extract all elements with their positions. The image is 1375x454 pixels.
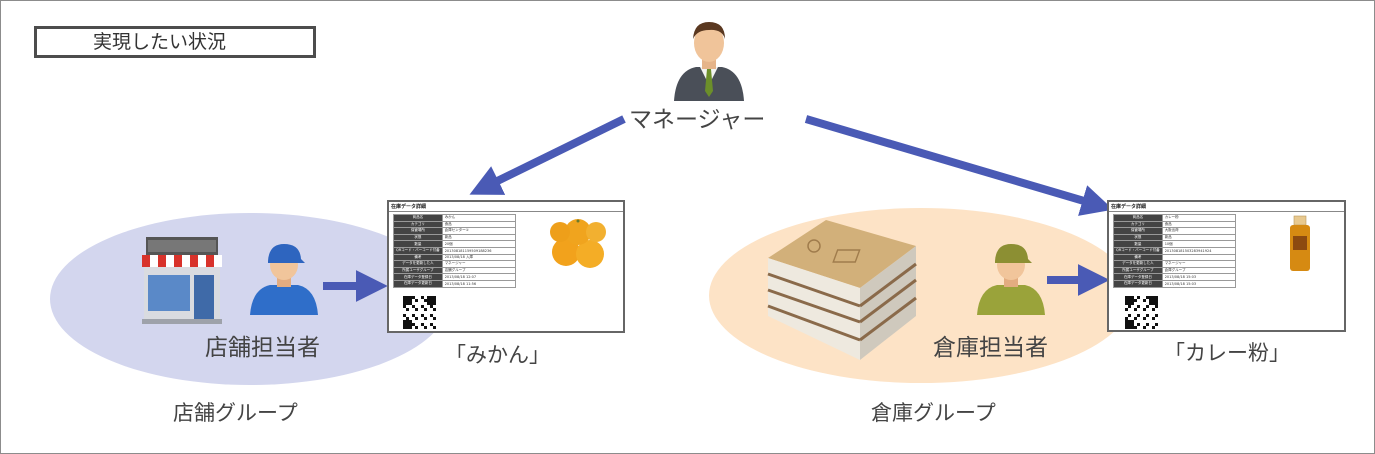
detail-key: 数量 — [1113, 240, 1163, 248]
detail-key: データを更新した人 — [1113, 260, 1163, 268]
detail-row: 保管場所大阪出荷 — [1113, 227, 1236, 235]
detail-key: 保管場所 — [1113, 227, 1163, 235]
detail-value: 2013/08/18 12:07 — [441, 273, 516, 281]
detail-key: 状態 — [393, 233, 443, 242]
detail-value: 食品 — [441, 220, 516, 229]
detail-value: 2013/08/18 15:03 — [1161, 273, 1236, 281]
detail-row: データを更新した人マネージャー — [1113, 260, 1236, 268]
detail-value — [1161, 253, 1236, 262]
detail-value: 2013/08/18 11:56 — [441, 279, 516, 288]
card-header: 在庫データ詳細 — [389, 202, 623, 212]
manager-person-icon — [674, 22, 744, 101]
detail-key: QRコード・バーコード付番 — [1113, 246, 1163, 255]
detail-value: 食品 — [1161, 220, 1236, 229]
detail-row: データを更新した人マネージャー — [393, 260, 516, 268]
store-staff-label: 店舗担当者 — [205, 335, 320, 361]
detail-key: カテゴリ — [1113, 220, 1163, 229]
detail-row: 備考 — [1113, 253, 1236, 262]
detail-value: マネージャー — [1161, 260, 1236, 268]
detail-key: カテゴリ — [393, 220, 443, 229]
detail-value: 20個 — [441, 240, 516, 248]
detail-key: 所属ユーザグループ — [1113, 266, 1163, 275]
detail-key: 在庫データ登録日 — [393, 273, 443, 281]
detail-row: 商品名みかん — [393, 214, 516, 222]
detail-key: データを更新した人 — [393, 260, 443, 268]
warehouse-building-icon — [767, 220, 917, 360]
detail-row: カテゴリ食品 — [1113, 220, 1236, 229]
qr-code-image — [1125, 296, 1158, 333]
mandarin-orange-image — [550, 219, 606, 268]
detail-key: 所属ユーザグループ — [393, 266, 443, 275]
detail-row: 所属ユーザグループ店舗グループ — [393, 266, 516, 275]
manager-label: マネージャー — [629, 107, 766, 133]
detail-key: 備考 — [1113, 253, 1163, 262]
curry-powder-bottle-image — [1290, 215, 1310, 271]
detail-row: 所属ユーザグループ倉庫グループ — [1113, 266, 1236, 275]
warehouse-group-label: 倉庫グループ — [871, 401, 996, 425]
detail-key: 在庫データ登録日 — [1113, 273, 1163, 281]
detail-value: 大阪出荷 — [1161, 227, 1236, 235]
detail-value: 倉庫グループ — [1161, 266, 1236, 275]
store-group-label: 店舗グループ — [173, 401, 298, 425]
detail-value: 10個 — [1161, 240, 1236, 248]
detail-row: 商品名カレー粉 — [1113, 214, 1236, 222]
detail-row: 状態新品 — [393, 233, 516, 242]
detail-value: 201308181159509188236 — [441, 246, 516, 255]
detail-value: 2013/08/18 15:03 — [1161, 279, 1236, 288]
detail-value: 倉庫センター① — [441, 227, 516, 235]
detail-key: 保管場所 — [393, 227, 443, 235]
detail-key: 在庫データ更新日 — [1113, 279, 1163, 288]
warehouse-staff-icon — [977, 244, 1045, 315]
page-title: 実現したい状況 — [34, 26, 316, 58]
detail-key: 状態 — [1113, 233, 1163, 242]
detail-value: みかん — [441, 214, 516, 222]
detail-key: 数量 — [393, 240, 443, 248]
detail-row: カテゴリ食品 — [393, 220, 516, 229]
qr-code-image — [403, 296, 436, 333]
detail-value: カレー粉 — [1161, 214, 1236, 222]
detail-value: 2013/08/18 入庫 — [441, 253, 516, 262]
detail-value: マネージャー — [441, 260, 516, 268]
arrow-manager-to-curry — [804, 115, 1114, 216]
detail-value: 店舗グループ — [441, 266, 516, 275]
detail-key: 商品名 — [1113, 214, 1163, 222]
arrow-manager-to-mikan — [469, 115, 626, 195]
detail-key: QRコード・バーコード付番 — [393, 246, 443, 255]
card-caption-mikan: 「みかん」 — [445, 343, 550, 367]
detail-key: 商品名 — [393, 214, 443, 222]
detail-key: 在庫データ更新日 — [393, 279, 443, 288]
detail-value: 新品 — [441, 233, 516, 242]
detail-row: 保管場所倉庫センター① — [393, 227, 516, 235]
detail-key: 備考 — [393, 253, 443, 262]
card-header: 在庫データ詳細 — [1109, 202, 1344, 212]
card-caption-curry: 「カレー粉」 — [1164, 341, 1290, 365]
store-staff-icon — [250, 244, 318, 315]
store-building-icon — [142, 237, 222, 324]
warehouse-staff-label: 倉庫担当者 — [933, 335, 1048, 361]
detail-value: 201308181503283941924 — [1161, 246, 1236, 255]
detail-value: 新品 — [1161, 233, 1236, 242]
detail-row: 状態新品 — [1113, 233, 1236, 242]
